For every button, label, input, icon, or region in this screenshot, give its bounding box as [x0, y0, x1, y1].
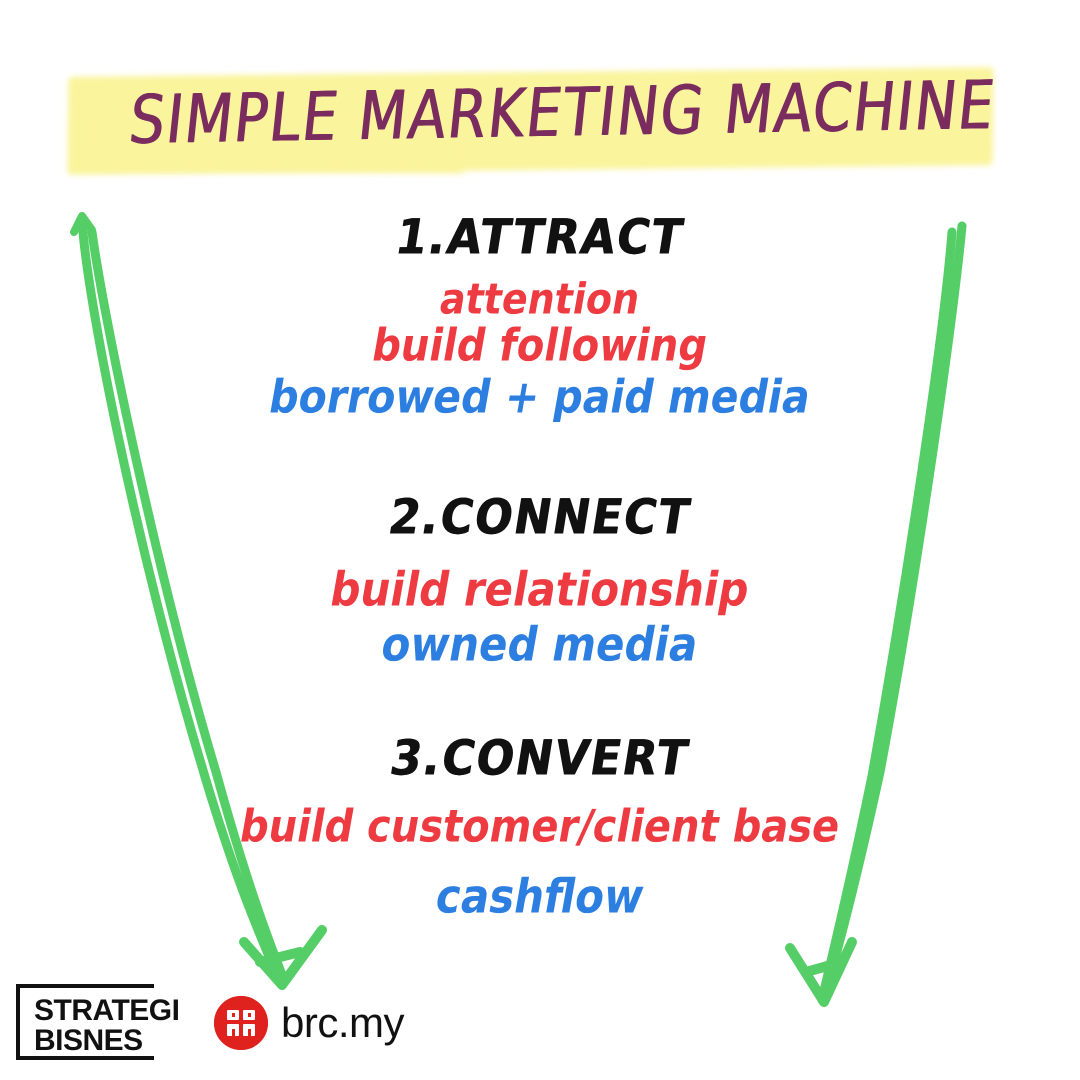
- brc-my-wordmark: brc.my: [281, 999, 405, 1046]
- step-3-convert: 3.CONVERT build customer/client base cas…: [140, 730, 940, 923]
- strategi-line-1: STRATEGI: [34, 994, 180, 1027]
- page-title: SIMPLE MARKETING MACHINE: [125, 65, 1000, 160]
- footer-logos: STRATEGI BISNES: [16, 978, 405, 1068]
- left-funnel-arrow-up-head: [70, 212, 96, 236]
- step-3-heading: 3.CONVERT: [386, 730, 694, 787]
- step-1-heading: 1.ATTRACT: [391, 209, 689, 266]
- step-2-line-1: build relationship: [326, 562, 754, 617]
- step-2-heading: 2.CONNECT: [385, 489, 695, 546]
- strategi-bisnes-wordmark: STRATEGI BISNES: [34, 994, 180, 1057]
- poster-title-block: SIMPLE MARKETING MACHINE: [60, 62, 1000, 187]
- brc-mark-glyph: [214, 996, 268, 1050]
- step-3-line-2: cashflow: [431, 869, 649, 924]
- brc-building-mark-icon: [214, 996, 268, 1050]
- step-1-line-2: build following: [368, 320, 712, 372]
- step-1-line-3: borrowed + paid media: [265, 370, 815, 424]
- step-2-connect: 2.CONNECT build relationship owned media: [140, 489, 940, 671]
- strategi-bracket-frame: [16, 984, 154, 1060]
- right-funnel-arrow-down-head: [785, 937, 857, 1007]
- strategi-bisnes-logo: STRATEGI BISNES: [16, 981, 188, 1065]
- step-1-line-1: attention: [436, 274, 644, 324]
- brc-my-logo: brc.my: [214, 996, 405, 1050]
- left-funnel-arrow-down-head: [239, 925, 327, 990]
- strategi-line-2: BISNES: [34, 1024, 143, 1057]
- step-2-line-2: owned media: [377, 617, 703, 672]
- step-1-attract: 1.ATTRACT attention build following borr…: [140, 209, 940, 423]
- step-3-line-1: build customer/client base: [235, 801, 845, 853]
